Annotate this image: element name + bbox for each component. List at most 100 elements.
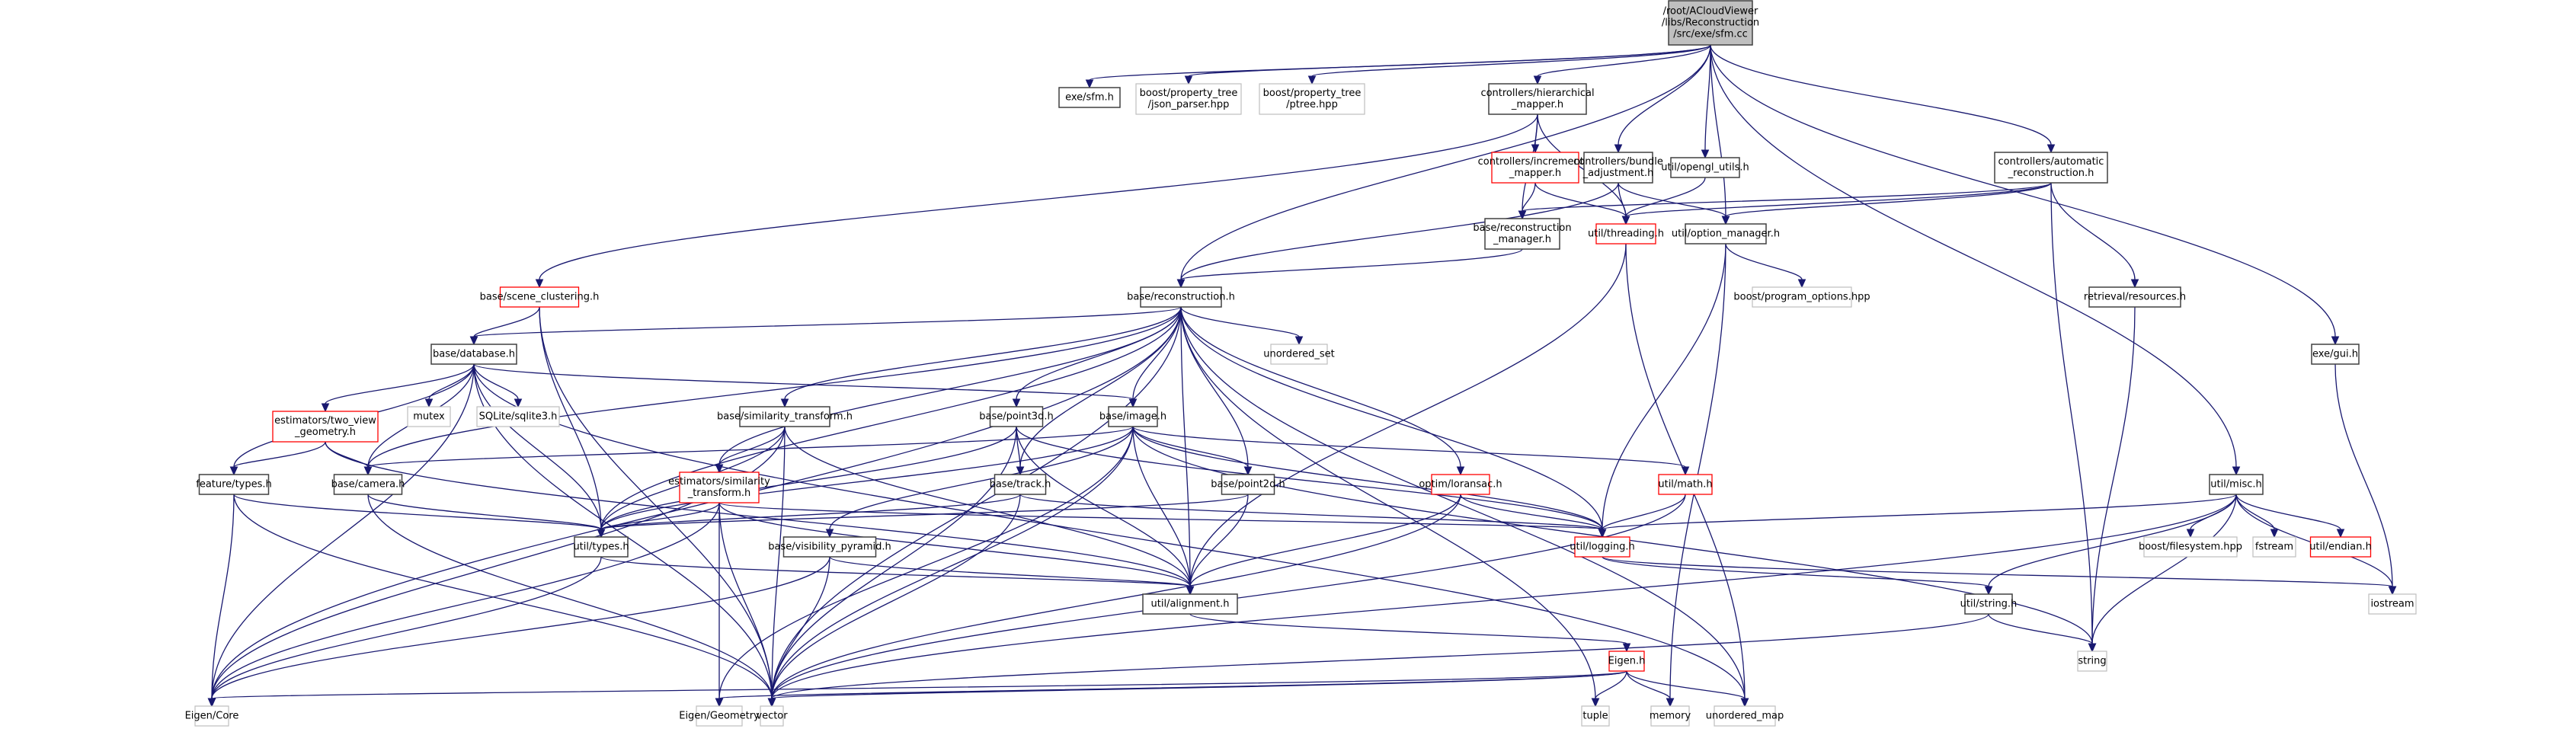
node-bundle-adj[interactable]: controllers/bundle_adjustment.h — [1573, 152, 1663, 184]
node-label: exe/sfm.h — [1065, 92, 1114, 104]
node-scene-clustering[interactable]: base/scene_clustering.h — [480, 286, 600, 308]
node-exe-gui[interactable]: exe/gui.h — [2311, 344, 2360, 365]
node-math[interactable]: util/math.h — [1658, 474, 1713, 495]
node-box — [782, 536, 877, 558]
node-label: util/math.h — [1658, 479, 1712, 491]
node-label: _manager.h — [1493, 234, 1551, 245]
node-auto-recon[interactable]: controllers/automatic_reconstruction.h — [1994, 152, 2108, 184]
arrowhead-icon — [321, 403, 330, 413]
edge-line — [718, 426, 1134, 699]
node-camera[interactable]: base/camera.h — [331, 474, 405, 495]
edge-line — [771, 494, 2237, 699]
node-track[interactable]: base/track.h — [990, 474, 1051, 495]
edge-root-to-auto_recon — [1710, 44, 2056, 154]
node-reconstruction[interactable]: base/reconstruction.h — [1127, 286, 1235, 308]
arrowhead-icon — [2130, 279, 2139, 289]
edge-vis_pyramid-to-eigen_core — [207, 556, 830, 708]
node-label: util/alignment.h — [1151, 599, 1230, 610]
node-alignment[interactable]: util/alignment.h — [1142, 593, 1238, 615]
node-string: string — [2077, 650, 2107, 672]
node-box — [1608, 650, 1645, 672]
node-label: base/database.h — [433, 349, 515, 360]
node-label: util/option_manager.h — [1672, 229, 1780, 240]
node-unordered-map: unordered_map — [1706, 705, 1784, 727]
node-box — [1058, 87, 1121, 108]
node-label: /src/exe/sfm.cc — [1673, 29, 1748, 40]
node-threading[interactable]: util/threading.h — [1588, 223, 1664, 245]
node-util-types[interactable]: util/types.h — [573, 536, 629, 558]
node-logging[interactable]: util/logging.h — [1570, 536, 1635, 558]
arrowhead-icon — [2336, 529, 2345, 539]
edge-line — [211, 556, 830, 699]
edge-line — [233, 441, 326, 468]
node-loransac[interactable]: optim/loransac.h — [1419, 474, 1502, 495]
arrowhead-icon — [535, 279, 544, 289]
node-est-sim-transform[interactable]: estimators/similarity_transform.h — [668, 471, 770, 503]
node-box — [2088, 286, 2181, 308]
node-unordered-set: unordered_set — [1263, 344, 1335, 365]
edge-image-to-vis_pyramid — [825, 426, 1134, 539]
node-two-view[interactable]: estimators/two_view_geometry.h — [272, 411, 379, 443]
node-label: base/point2d.h — [1211, 479, 1285, 491]
arrowhead-icon — [715, 464, 724, 474]
node-box — [1431, 474, 1490, 495]
node-label: boost/property_tree — [1140, 88, 1238, 99]
arrowhead-icon — [1531, 144, 1540, 154]
node-eigen-h[interactable]: Eigen.h — [1608, 650, 1646, 672]
node-point3d[interactable]: base/point3d.h — [979, 406, 1054, 427]
edge-line — [1189, 494, 1249, 587]
node-label: unordered_map — [1706, 711, 1784, 722]
node-database[interactable]: base/database.h — [430, 344, 517, 365]
node-exe-sfm[interactable]: exe/sfm.h — [1058, 87, 1121, 108]
node-box — [1259, 83, 1365, 115]
arrowhead-icon — [2046, 144, 2056, 154]
edge-line — [367, 306, 1182, 468]
node-endian[interactable]: util/endian.h — [2309, 536, 2372, 558]
node-label: optim/loransac.h — [1419, 479, 1502, 491]
node-util-misc[interactable]: util/misc.h — [2209, 474, 2264, 495]
node-box — [1685, 223, 1767, 245]
node-incr-mapper[interactable]: controllers/incremental_mapper.h — [1478, 152, 1593, 184]
edge-line — [718, 426, 786, 465]
edge-util_string-to-string — [1988, 613, 2097, 653]
node-point2d[interactable]: base/point2d.h — [1211, 474, 1285, 495]
node-label: /ptree.hpp — [1286, 99, 1338, 110]
edge-image-to-math — [1132, 426, 1690, 476]
arrowhead-icon — [1176, 279, 1186, 289]
node-feature-types[interactable]: feature/types.h — [196, 474, 272, 495]
node-image[interactable]: base/image.h — [1099, 406, 1166, 427]
arrowhead-icon — [597, 529, 606, 539]
node-box — [1488, 83, 1587, 115]
edge-line — [1537, 44, 1711, 77]
node-box — [739, 406, 830, 427]
node-opengl-utils[interactable]: util/opengl_utils.h — [1661, 157, 1749, 178]
node-hier-mapper[interactable]: controllers/hierarchical_mapper.h — [1480, 83, 1595, 115]
edge-line — [1522, 182, 2052, 212]
node-box — [1583, 152, 1653, 184]
node-eigen-geometry: Eigen/Geometry — [679, 705, 760, 727]
edge-line — [1618, 44, 1711, 145]
edge-reconstruction-to-unordered_set — [1180, 306, 1304, 346]
edge-line — [1618, 182, 1627, 217]
edge-line — [539, 113, 1538, 280]
node-label: controllers/incremental — [1478, 156, 1593, 168]
node-label: mutex — [413, 411, 445, 423]
arrowhead-icon — [1984, 586, 1993, 596]
edge-line — [1710, 44, 2052, 145]
edge-line — [1180, 306, 1746, 699]
node-option-manager[interactable]: util/option_manager.h — [1672, 223, 1780, 245]
node-retrieval-resources[interactable]: retrieval/resources.h — [2084, 286, 2186, 308]
node-vis-pyramid[interactable]: base/visibility_pyramid.h — [768, 536, 891, 558]
edge-line — [771, 556, 830, 699]
node-label: util/endian.h — [2309, 542, 2372, 553]
node-root[interactable]: /root/ACloudViewer/libs/Reconstruction/s… — [1662, 0, 1759, 46]
edge-line — [718, 502, 1191, 587]
edge-line — [1180, 306, 1596, 699]
edge-line — [211, 363, 475, 699]
edge-root-to-bundle_adj — [1614, 44, 1711, 154]
arrowhead-icon — [2088, 643, 2097, 653]
node-util-string[interactable]: util/string.h — [1960, 593, 2018, 615]
node-recon-manager[interactable]: base/reconstruction_manager.h — [1473, 218, 1572, 250]
node-json-parser: boost/property_tree/json_parser.hpp — [1135, 83, 1242, 115]
node-sim-transform[interactable]: base/similarity_transform.h — [717, 406, 853, 427]
